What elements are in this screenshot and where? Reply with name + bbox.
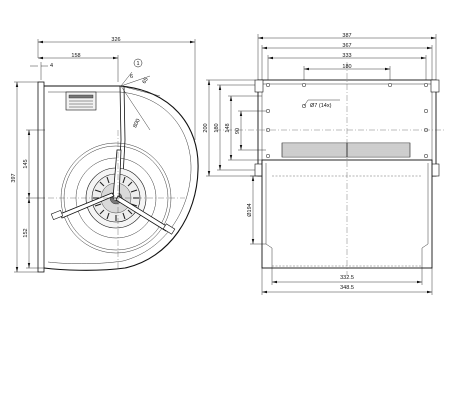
dim-outer-387: 387 — [257, 33, 437, 80]
dim-lower-152: 152 — [23, 198, 45, 269]
dim-flange-4: 4 — [30, 62, 53, 80]
dim-bottom-348: 348.5 — [261, 268, 433, 295]
dim-diameter-194: Ø194 — [247, 175, 266, 245]
dim-height-397: 397 — [11, 81, 38, 273]
dim-label-348: 348.5 — [340, 285, 354, 291]
scroll-housing — [43, 85, 199, 271]
side-view: 326 158 4 — [11, 37, 199, 273]
front-view: 387 367 333 180 — [203, 33, 445, 295]
dim-label-367: 367 — [342, 43, 351, 49]
dim-upper-145: 145 — [23, 129, 45, 199]
dim-offset-158: 158 — [38, 53, 119, 82]
outlet-grille — [281, 142, 411, 158]
dim-label-148: 148 — [225, 123, 231, 132]
dim-label-332: 332.5 — [340, 275, 354, 281]
dim-label-180h: 180 — [214, 123, 220, 132]
hole-label: Ø7 (14x) — [310, 103, 332, 109]
callout-label: 1 — [136, 61, 139, 67]
angle-label-6: 6 — [130, 74, 133, 80]
dim-label-326: 326 — [111, 37, 120, 43]
dim-label-333: 333 — [342, 53, 351, 59]
dim-label-387: 387 — [342, 33, 351, 39]
dim-height-200: 200 — [203, 79, 255, 177]
callout-circle — [133, 58, 143, 68]
dim-label-4: 4 — [50, 63, 53, 69]
dim-label-152: 152 — [23, 228, 29, 237]
mounting-flange — [37, 81, 45, 273]
dim-height-90: 90 — [235, 110, 266, 151]
support-struts — [50, 149, 176, 235]
dim-label-397: 397 — [11, 173, 17, 182]
dim-inner-367: 367 — [261, 43, 433, 80]
angle-label-65: 65 — [142, 77, 150, 85]
dim-label-200: 200 — [203, 123, 209, 132]
dim-label-90: 90 — [235, 128, 241, 134]
dim-width-326: 326 — [37, 37, 196, 140]
dim-bottom-332: 332.5 — [271, 268, 423, 285]
cable-length-label: 800 — [132, 118, 141, 129]
dim-label-194: Ø194 — [247, 203, 253, 216]
dim-label-145: 145 — [23, 159, 29, 168]
dim-height-148: 148 — [225, 95, 262, 161]
dim-label-158: 158 — [71, 53, 80, 59]
dim-height-180: 180 — [214, 84, 255, 171]
